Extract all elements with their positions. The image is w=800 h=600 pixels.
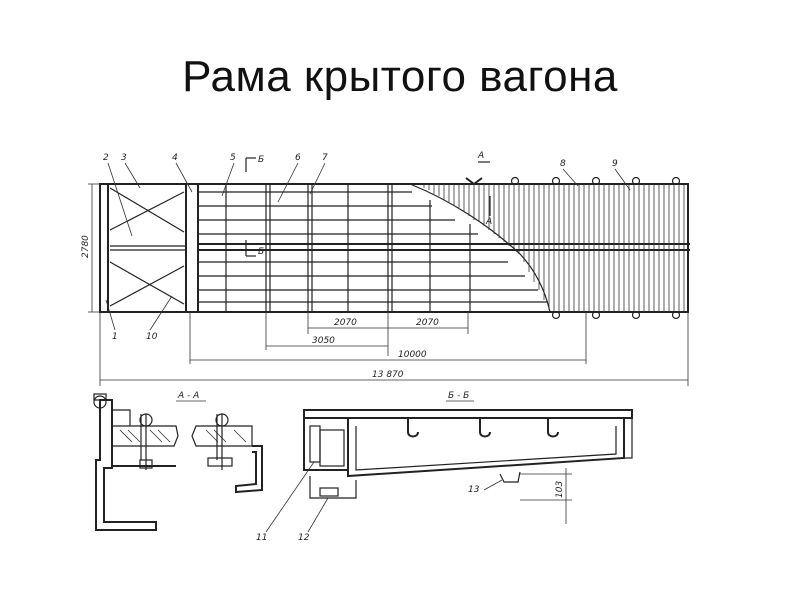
part-label-7: 7	[322, 153, 328, 163]
part-label-8: 8	[560, 159, 566, 169]
part-label-11: 11	[256, 533, 267, 543]
dim-3050: 3050	[312, 336, 335, 346]
end-braces	[109, 187, 186, 307]
dimension-height: 2780	[81, 183, 100, 313]
dim-2070-right: 2070	[416, 318, 439, 328]
part-label-6: 6	[295, 153, 301, 163]
floor-boards	[409, 183, 685, 313]
section-mark-b-top: Б	[258, 155, 264, 165]
part-label-9: 9	[612, 159, 618, 169]
slide-title: Рама крытого вагона	[182, 52, 618, 101]
dim-2070-left: 2070	[334, 318, 357, 328]
longitudinal-beams	[198, 191, 690, 303]
section-bb-stiffeners	[407, 418, 559, 438]
dimensions-bottom: 2070 2070 3050 10000 13 870	[99, 312, 689, 386]
section-title-bb: Б - Б	[448, 391, 469, 401]
section-markers: Б Б А А	[245, 151, 492, 257]
side-bolts	[510, 176, 681, 320]
dim-height: 2780	[81, 235, 91, 258]
plan-view: Б Б А А 2780 2070	[81, 151, 690, 386]
part-label-4: 4	[172, 153, 178, 163]
cross-beams	[225, 184, 471, 312]
part-labels: 2 3 4 5 6 7 8 9 1 10	[103, 153, 631, 342]
part-label-10: 10	[146, 332, 158, 342]
section-a-a: А - А	[93, 391, 263, 531]
section-mark-b-bottom: Б	[258, 247, 264, 257]
part-label-5: 5	[230, 153, 236, 163]
section-mark-a-top: А	[477, 151, 484, 161]
part-label-3: 3	[121, 153, 127, 163]
section-mark-a-bottom: А	[485, 217, 492, 227]
part-label-13: 13	[468, 485, 480, 495]
part-label-2: 2	[103, 153, 109, 163]
dim-total: 13 870	[372, 370, 404, 380]
dim-103: 103	[555, 481, 565, 498]
part-label-1: 1	[112, 332, 118, 342]
part-label-12: 12	[298, 533, 310, 543]
section-title-aa: А - А	[177, 391, 199, 401]
section-b-b: Б - Б 103 13 11 12	[256, 391, 633, 543]
frame-outline	[99, 183, 689, 313]
dim-10000: 10000	[398, 350, 427, 360]
